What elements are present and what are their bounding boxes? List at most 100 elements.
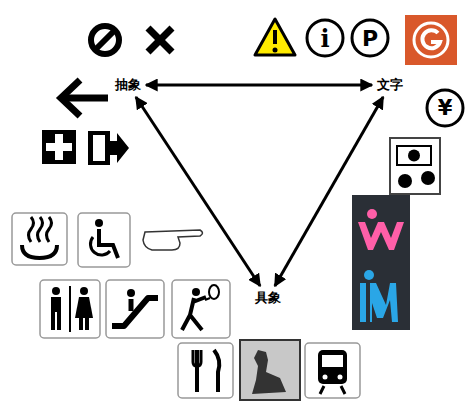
warning-sign (273, 48, 278, 53)
exit-symbol (93, 135, 105, 161)
concept-node: 文字 (376, 77, 404, 93)
yen-circle (427, 90, 463, 126)
hot-spring-icon (38, 217, 43, 242)
cross-symbol (148, 28, 172, 52)
restroom-icon (69, 286, 71, 332)
gender-figure-panel (352, 195, 410, 330)
orange-app-icon (414, 23, 448, 57)
hot-spring-icon (47, 217, 52, 242)
node-label: 文字 (377, 77, 403, 93)
restroom-icon (40, 280, 100, 338)
parking-circle (352, 20, 388, 56)
money-exchange-icon (390, 138, 440, 194)
left-arrow-symbol (61, 80, 108, 116)
double-arrow (275, 97, 383, 286)
double-arrow (146, 84, 372, 87)
escalator-icon (106, 280, 164, 338)
info-circle (307, 20, 343, 56)
restaurant-icon (195, 350, 199, 392)
exit-symbol (88, 131, 129, 165)
cross-symbol (148, 28, 172, 52)
no-entry-symbol (91, 26, 119, 54)
restroom-icon (40, 280, 100, 338)
symbol-letter: ¥ (438, 96, 453, 120)
wheelchair-icon (78, 213, 130, 267)
hot-spring-icon (22, 245, 57, 258)
orange-app-icon (422, 30, 440, 48)
escalator-icon (129, 299, 134, 311)
restaurant-icon (178, 343, 233, 398)
hot-spring-icon (29, 217, 34, 242)
train-icon (305, 343, 360, 398)
money-exchange-icon (408, 150, 420, 162)
train-icon (318, 350, 347, 384)
escalator-icon (112, 298, 158, 326)
hot-spring-icon (12, 213, 67, 265)
restroom-icon (75, 297, 93, 318)
gender-figure-panel (352, 195, 410, 330)
no-entry-symbol (91, 26, 119, 54)
node-label: 具象 (255, 290, 281, 306)
money-exchange-icon (398, 174, 412, 188)
restroom-icon (52, 287, 60, 295)
pointing-hand-icon (143, 230, 203, 250)
first-aid-symbol (42, 130, 76, 164)
no-entry-symbol (95, 30, 115, 50)
symbol-letter: i (320, 24, 329, 53)
wheelchair-icon (78, 213, 130, 267)
restaurant-icon (178, 343, 233, 398)
gender-figure-panel (360, 283, 398, 322)
first-aid-symbol (46, 143, 72, 151)
dog-icon (240, 340, 300, 400)
money-exchange-icon (421, 171, 435, 185)
orange-app-icon (405, 15, 457, 65)
train-icon (338, 375, 343, 380)
gender-figure-panel (358, 222, 404, 250)
double-arrow (136, 97, 260, 286)
restroom-icon (57, 311, 61, 330)
tennis-icon (192, 288, 200, 296)
left-arrow-symbol (62, 95, 108, 102)
money-exchange-icon (397, 146, 431, 165)
info-circle (307, 20, 343, 56)
wheelchair-icon (90, 237, 110, 255)
train-icon (322, 355, 343, 367)
left-arrow-symbol (61, 80, 80, 116)
gender-figure-panel (367, 209, 377, 219)
concept-node: 具象 (254, 290, 282, 306)
hot-spring-icon (12, 213, 67, 265)
train-icon (320, 386, 345, 394)
money-exchange-icon (390, 138, 440, 194)
tennis-icon (205, 298, 210, 300)
train-icon (305, 343, 360, 398)
parking-circle (352, 20, 388, 56)
first-aid-symbol (42, 130, 76, 164)
warning-sign (273, 30, 277, 44)
exit-symbol (88, 131, 110, 165)
warning-sign (255, 19, 295, 55)
train-icon (323, 375, 328, 380)
tennis-icon (172, 280, 230, 338)
restroom-icon (51, 311, 55, 330)
symbol-letter: P (362, 26, 378, 51)
gender-figure-panel (364, 270, 374, 280)
restroom-icon (79, 317, 83, 330)
restroom-icon (85, 317, 89, 330)
tennis-icon (182, 297, 206, 330)
tennis-icon (209, 285, 219, 299)
yen-circle (427, 90, 463, 126)
cross-symbol (148, 28, 172, 52)
escalator-icon (127, 289, 135, 297)
restaurant-icon (214, 350, 219, 392)
concept-node: 抽象 (114, 77, 142, 93)
orange-app-icon (405, 15, 457, 65)
pointing-hand-icon (143, 230, 203, 250)
wheelchair-icon (95, 219, 103, 227)
tennis-icon (172, 280, 230, 338)
dog-icon (252, 350, 286, 394)
exit-symbol (107, 133, 129, 163)
dog-icon (240, 340, 300, 400)
